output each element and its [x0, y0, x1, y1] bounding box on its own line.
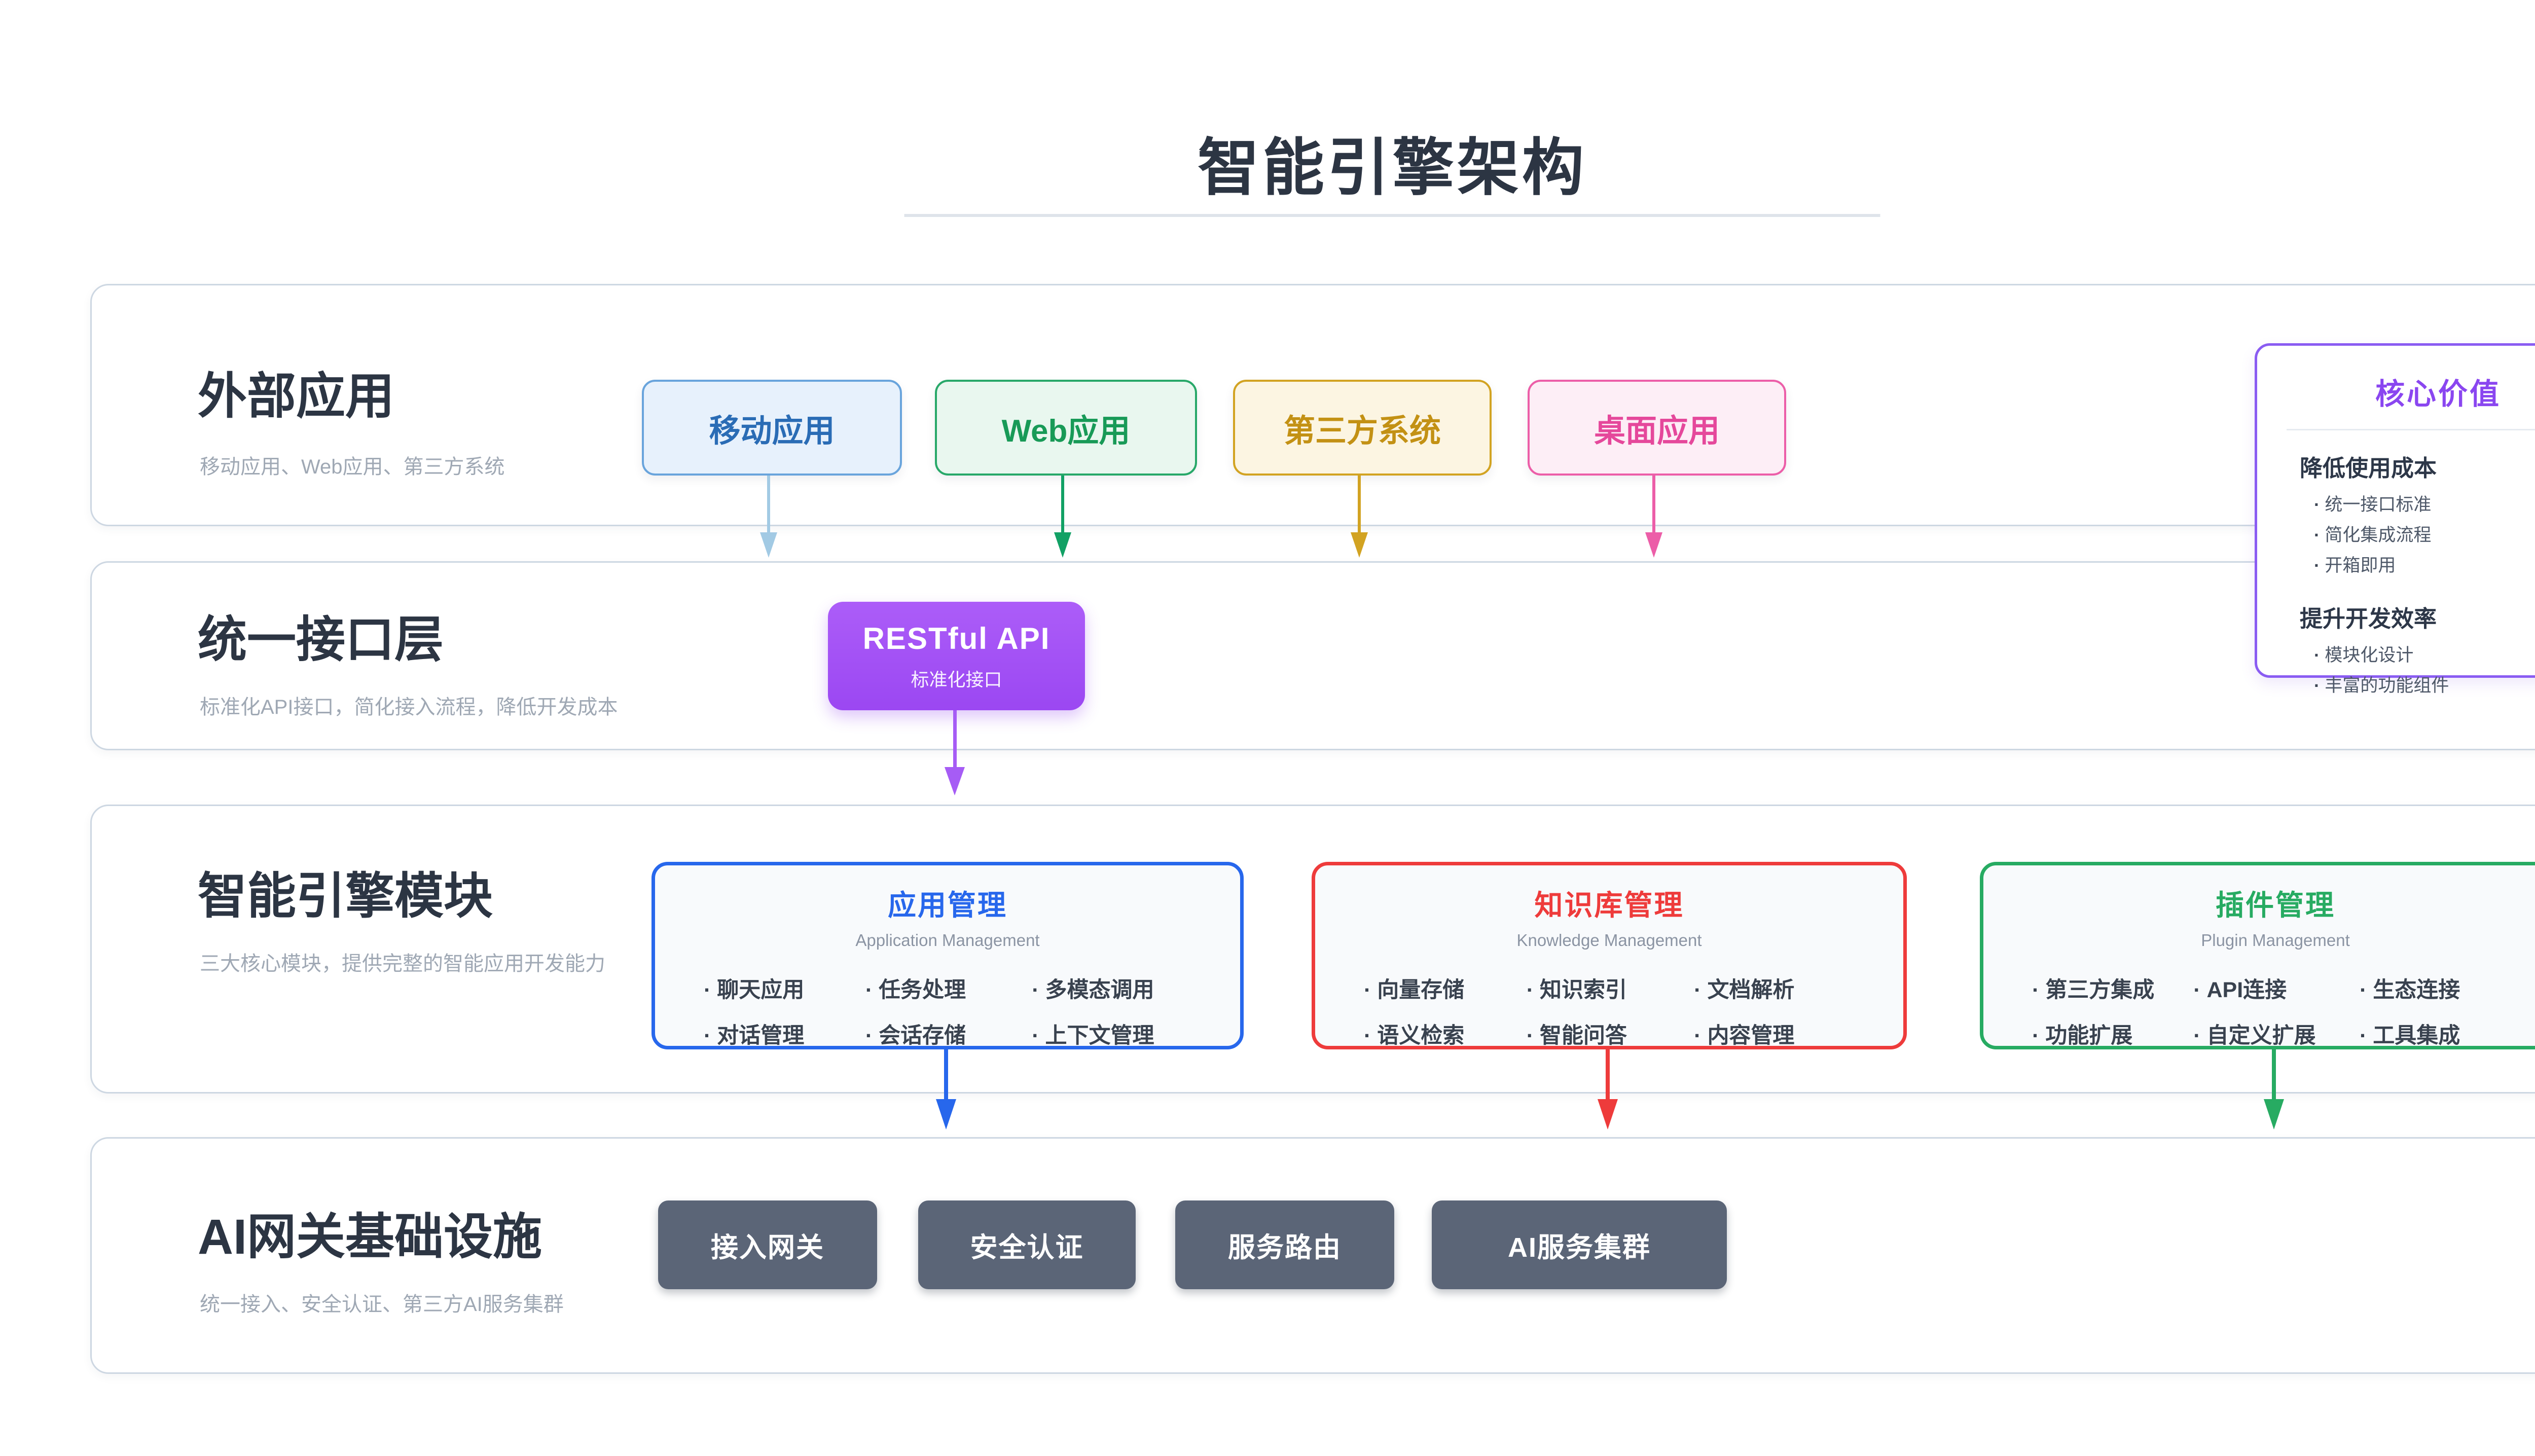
core-value-list: 统一接口标准 简化集成流程 开箱即用 [2257, 490, 2535, 581]
module-item: 智能问答 [1527, 1018, 1627, 1049]
interface-layer-heading: 统一接口层 [198, 612, 444, 667]
core-value-item: 丰富的功能组件 [2314, 671, 2535, 701]
module-item: 任务处理 [865, 972, 966, 1004]
arrow-web-down-icon [1054, 476, 1071, 558]
restful-api-subtitle: 标准化接口 [911, 669, 1002, 690]
node-restful-api: RESTful API 标准化接口 [828, 602, 1085, 710]
module-title: 知识库管理 [1534, 889, 1684, 921]
core-value-item: 开箱即用 [2314, 551, 2535, 581]
module-subtitle-en: Application Management [855, 931, 1040, 950]
node-third-party-system: 第三方系统 [1233, 380, 1492, 476]
ai-gateway-subtitle: 统一接入、安全认证、第三方AI服务集群 [200, 1293, 564, 1316]
node-security-auth: 安全认证 [918, 1200, 1136, 1289]
arrow-api-down-icon [945, 710, 965, 795]
core-value-item: 模块化设计 [2314, 640, 2535, 671]
module-item-grid: 聊天应用 任务处理 多模态调用 对话管理 会话存储 上下文管理 [655, 972, 1240, 1049]
module-item: 对话管理 [704, 1018, 804, 1049]
node-mobile-app: 移动应用 [642, 380, 902, 476]
core-value-item: 统一接口标准 [2314, 490, 2535, 520]
module-item: 语义检索 [1364, 1018, 1464, 1049]
node-web-app: Web应用 [935, 380, 1197, 476]
core-value-group-heading: 降低使用成本 [2300, 455, 2437, 481]
restful-api-title: RESTful API [862, 621, 1051, 656]
module-plugin-management: 插件管理 Plugin Management 第三方集成 API连接 生态连接 … [1980, 862, 2535, 1049]
module-item: 功能扩展 [2032, 1018, 2132, 1049]
module-title: 应用管理 [888, 889, 1007, 921]
external-apps-heading: 外部应用 [198, 369, 394, 424]
arrow-desktop-down-icon [1645, 476, 1662, 558]
core-value-divider [2287, 429, 2535, 430]
module-item: 多模态调用 [1032, 972, 1154, 1004]
module-item: 第三方集成 [2032, 972, 2154, 1004]
core-value-list: 模块化设计 丰富的功能组件 [2257, 640, 2535, 701]
module-item: 知识索引 [1527, 972, 1627, 1004]
module-item: 会话存储 [865, 1018, 966, 1049]
arrow-plugin-module-down-icon [2264, 1049, 2284, 1130]
module-item: 自定义扩展 [2193, 1018, 2315, 1049]
module-item: 向量存储 [1364, 972, 1464, 1004]
arrow-kb-module-down-icon [1598, 1049, 1618, 1130]
module-item-grid: 第三方集成 API连接 生态连接 功能扩展 自定义扩展 工具集成 [1983, 972, 2535, 1049]
core-value-card: 核心价值 降低使用成本 统一接口标准 简化集成流程 开箱即用 提升开发效率 模块… [2255, 343, 2535, 696]
module-item: API连接 [2193, 972, 2287, 1004]
core-value-group-heading: 提升开发效率 [2300, 606, 2437, 632]
arrow-mobile-down-icon [760, 476, 777, 558]
node-service-routing: 服务路由 [1175, 1200, 1394, 1289]
module-application-management: 应用管理 Application Management 聊天应用 任务处理 多模… [651, 862, 1244, 1049]
module-subtitle-en: Plugin Management [2201, 931, 2350, 950]
page-title: 智能引擎架构 [1198, 133, 1587, 202]
core-value-item: 简化集成流程 [2314, 520, 2535, 551]
module-item: 生态连接 [2360, 972, 2460, 1004]
module-item: 内容管理 [1694, 1018, 1794, 1049]
engine-modules-heading: 智能引擎模块 [198, 868, 493, 924]
node-access-gateway: 接入网关 [658, 1200, 877, 1289]
title-divider [904, 214, 1880, 217]
module-knowledge-management: 知识库管理 Knowledge Management 向量存储 知识索引 文档解… [1312, 862, 1907, 1049]
module-item-grid: 向量存储 知识索引 文档解析 语义检索 智能问答 内容管理 [1315, 972, 1903, 1049]
module-item: 聊天应用 [704, 972, 804, 1004]
external-apps-subtitle: 移动应用、Web应用、第三方系统 [200, 456, 505, 478]
ai-gateway-heading: AI网关基础设施 [198, 1209, 542, 1264]
module-subtitle-en: Knowledge Management [1516, 931, 1702, 950]
node-ai-service-cluster: AI服务集群 [1432, 1200, 1727, 1289]
module-title: 插件管理 [2216, 889, 2335, 921]
engine-modules-subtitle: 三大核心模块，提供完整的智能应用开发能力 [200, 953, 605, 975]
core-value-title: 核心价值 [2375, 378, 2501, 411]
module-item: 上下文管理 [1032, 1018, 1154, 1049]
layer-unified-interface [90, 561, 2535, 750]
arrow-app-module-down-icon [936, 1049, 956, 1130]
arrow-third-party-down-icon [1351, 476, 1368, 558]
module-item: 工具集成 [2360, 1018, 2460, 1049]
node-desktop-app: 桌面应用 [1528, 380, 1786, 476]
interface-layer-subtitle: 标准化API接口，简化接入流程，降低开发成本 [200, 696, 618, 718]
module-item: 文档解析 [1694, 972, 1794, 1004]
